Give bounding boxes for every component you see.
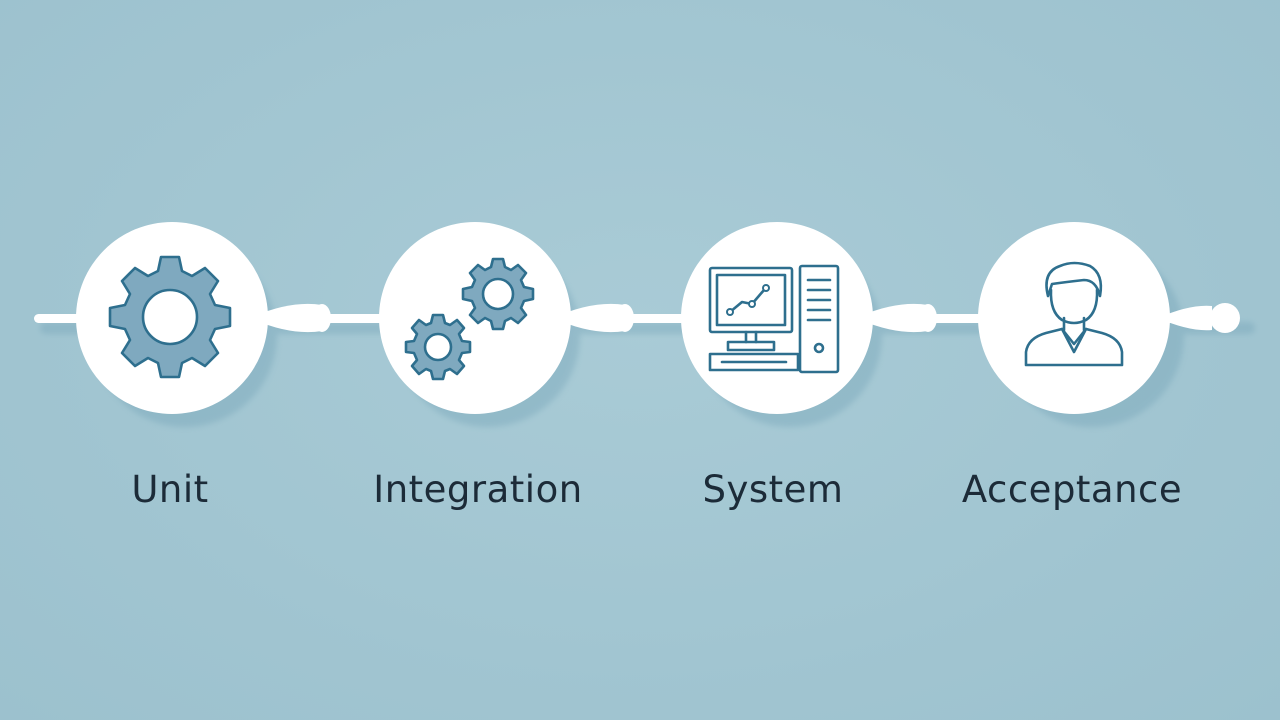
gears-icon (404, 257, 535, 381)
desktop-computer-icon (708, 264, 840, 374)
user-icon (1024, 261, 1124, 367)
stage-circle-acceptance (978, 222, 1170, 414)
timeline-connector (34, 303, 1240, 333)
stage-label-integration: Integration (373, 468, 583, 511)
stage-circle-system (681, 222, 873, 414)
stage-label-unit: Unit (131, 468, 209, 511)
gear-icon (108, 255, 232, 379)
stage-label-system: System (702, 468, 844, 511)
stage-label-acceptance: Acceptance (961, 468, 1183, 511)
